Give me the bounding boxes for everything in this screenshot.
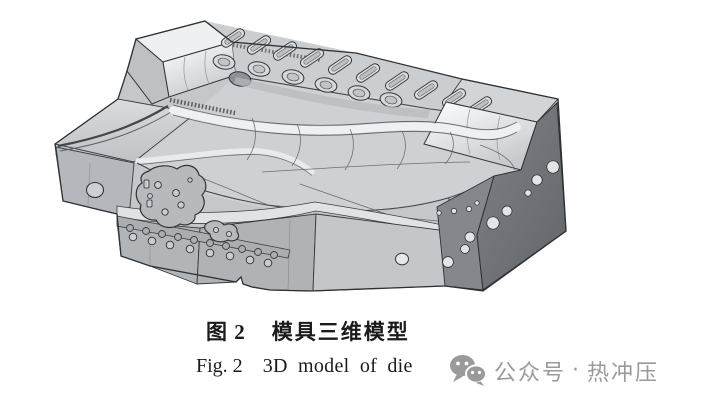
front-face-hole (395, 252, 409, 266)
figure-title-en: 3D model of die (262, 355, 413, 377)
watermark-separator: · (572, 358, 582, 383)
watermark-account-name: 热冲压 (587, 360, 660, 386)
figure-title-zh: 模具三维模型 (271, 320, 410, 344)
left-wing-hole (85, 181, 105, 199)
scalloped-trim-edge (116, 215, 291, 268)
figure-caption-en: Fig. 2 3D model of die (196, 355, 413, 378)
serrated-chamfer-left (169, 97, 236, 116)
figure-caption-zh: 图 2 模具三维模型 (206, 316, 410, 346)
figure-number-zh: 图 2 (206, 320, 246, 344)
section-cut-contour (135, 164, 240, 243)
figure-number-en: Fig. 2 (196, 355, 243, 377)
side-face-holes (436, 160, 560, 268)
wechat-icon (450, 355, 487, 386)
die-cavity-surface (134, 75, 540, 213)
die-3d-model-illustration (53, 20, 567, 292)
die-3d-model-figure (53, 20, 567, 292)
left-wing (53, 98, 198, 215)
watermark-prefix: 公众号 (494, 360, 567, 386)
die-outline (54, 20, 567, 292)
dark-side-faces (436, 101, 567, 291)
wechat-watermark: 公众号 · 热冲压 (449, 354, 659, 387)
